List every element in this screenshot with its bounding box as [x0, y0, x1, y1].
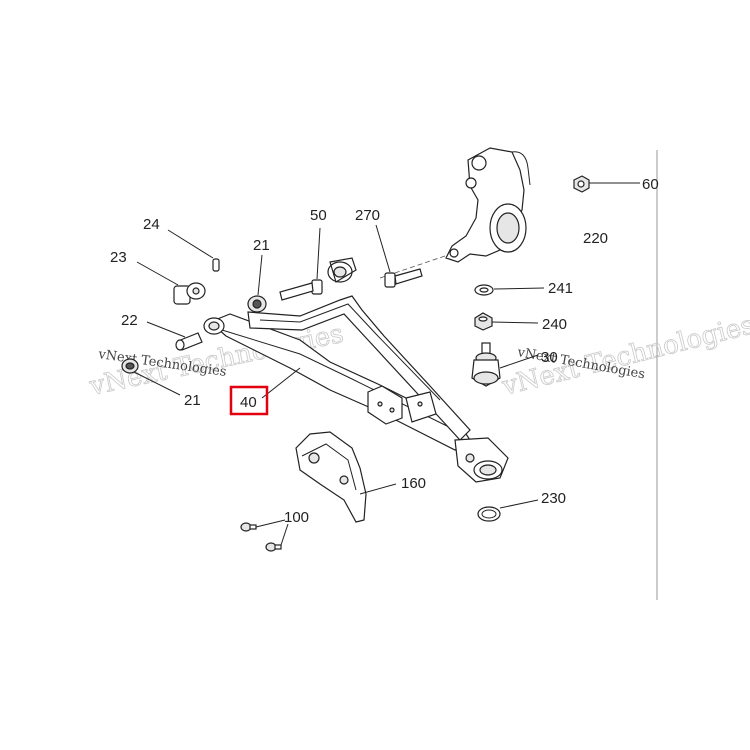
highlight-box	[229, 385, 269, 416]
label-24[interactable]: 24	[143, 216, 160, 233]
label-22[interactable]: 22	[121, 312, 138, 329]
part-100-screws[interactable]	[240, 519, 289, 552]
label-30[interactable]: 30	[541, 349, 558, 366]
label-100[interactable]: 100	[284, 509, 309, 526]
part-21-bushing-lower[interactable]	[121, 358, 181, 396]
label-220[interactable]: 220	[583, 230, 608, 247]
part-60-nut[interactable]	[573, 175, 640, 193]
part-30-ball-joint[interactable]	[471, 342, 539, 387]
part-21-bushing-upper[interactable]	[247, 254, 267, 313]
label-21-lower[interactable]: 21	[184, 392, 201, 409]
part-230-ring[interactable]	[477, 499, 539, 522]
part-240-nut[interactable]	[474, 312, 539, 331]
label-50[interactable]: 50	[310, 207, 327, 224]
label-23[interactable]: 23	[110, 249, 127, 266]
label-40[interactable]: 40	[240, 394, 257, 411]
label-240[interactable]: 240	[542, 316, 567, 333]
part-270-bolt[interactable]	[375, 224, 423, 288]
part-241-washer[interactable]	[474, 284, 545, 296]
label-21-upper[interactable]: 21	[253, 237, 270, 254]
part-50-bolt[interactable]	[279, 227, 323, 301]
label-160[interactable]: 160	[401, 475, 426, 492]
label-60[interactable]: 60	[642, 176, 659, 193]
part-22-sleeve[interactable]	[146, 321, 203, 351]
label-230[interactable]: 230	[541, 490, 566, 507]
part-220-knuckle[interactable]	[379, 147, 531, 279]
part-160-guard[interactable]	[295, 431, 397, 523]
label-270[interactable]: 270	[355, 207, 380, 224]
part-24-pin[interactable]	[167, 229, 220, 272]
part-40-a-arm[interactable]	[203, 257, 509, 483]
part-23-bracket[interactable]	[136, 261, 206, 305]
callout-labels: 60 50 270 220 24 21 23 241 240 22 30 21 …	[110, 176, 659, 526]
label-241[interactable]: 241	[548, 280, 573, 297]
highlight-40[interactable]: 40	[229, 385, 269, 416]
